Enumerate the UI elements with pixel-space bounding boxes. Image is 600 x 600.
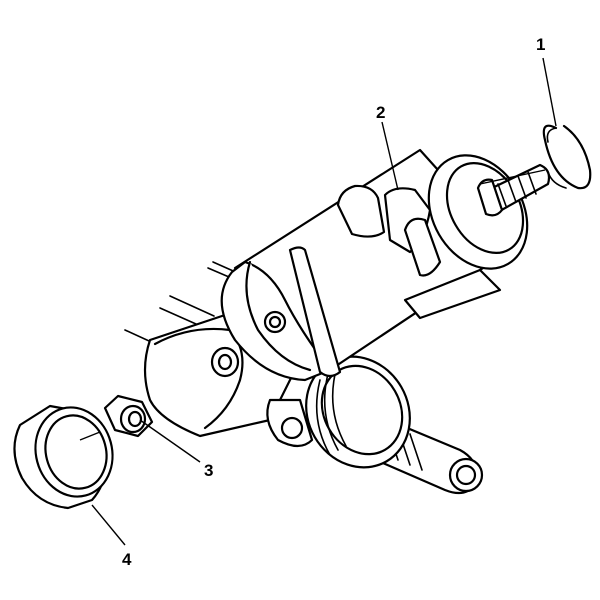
valve-boss (336, 184, 442, 277)
callout-3: 3 (204, 461, 213, 480)
snap-ring (542, 124, 592, 190)
pinion-seal-ring (305, 355, 411, 469)
callout-4: 4 (122, 550, 132, 569)
callout-leaders (79, 57, 557, 546)
output-shaft (476, 163, 551, 217)
adjuster-cap (13, 404, 114, 510)
adjuster-nut (103, 394, 154, 438)
callout-1: 1 (536, 35, 545, 54)
callout-2: 2 (376, 103, 385, 122)
